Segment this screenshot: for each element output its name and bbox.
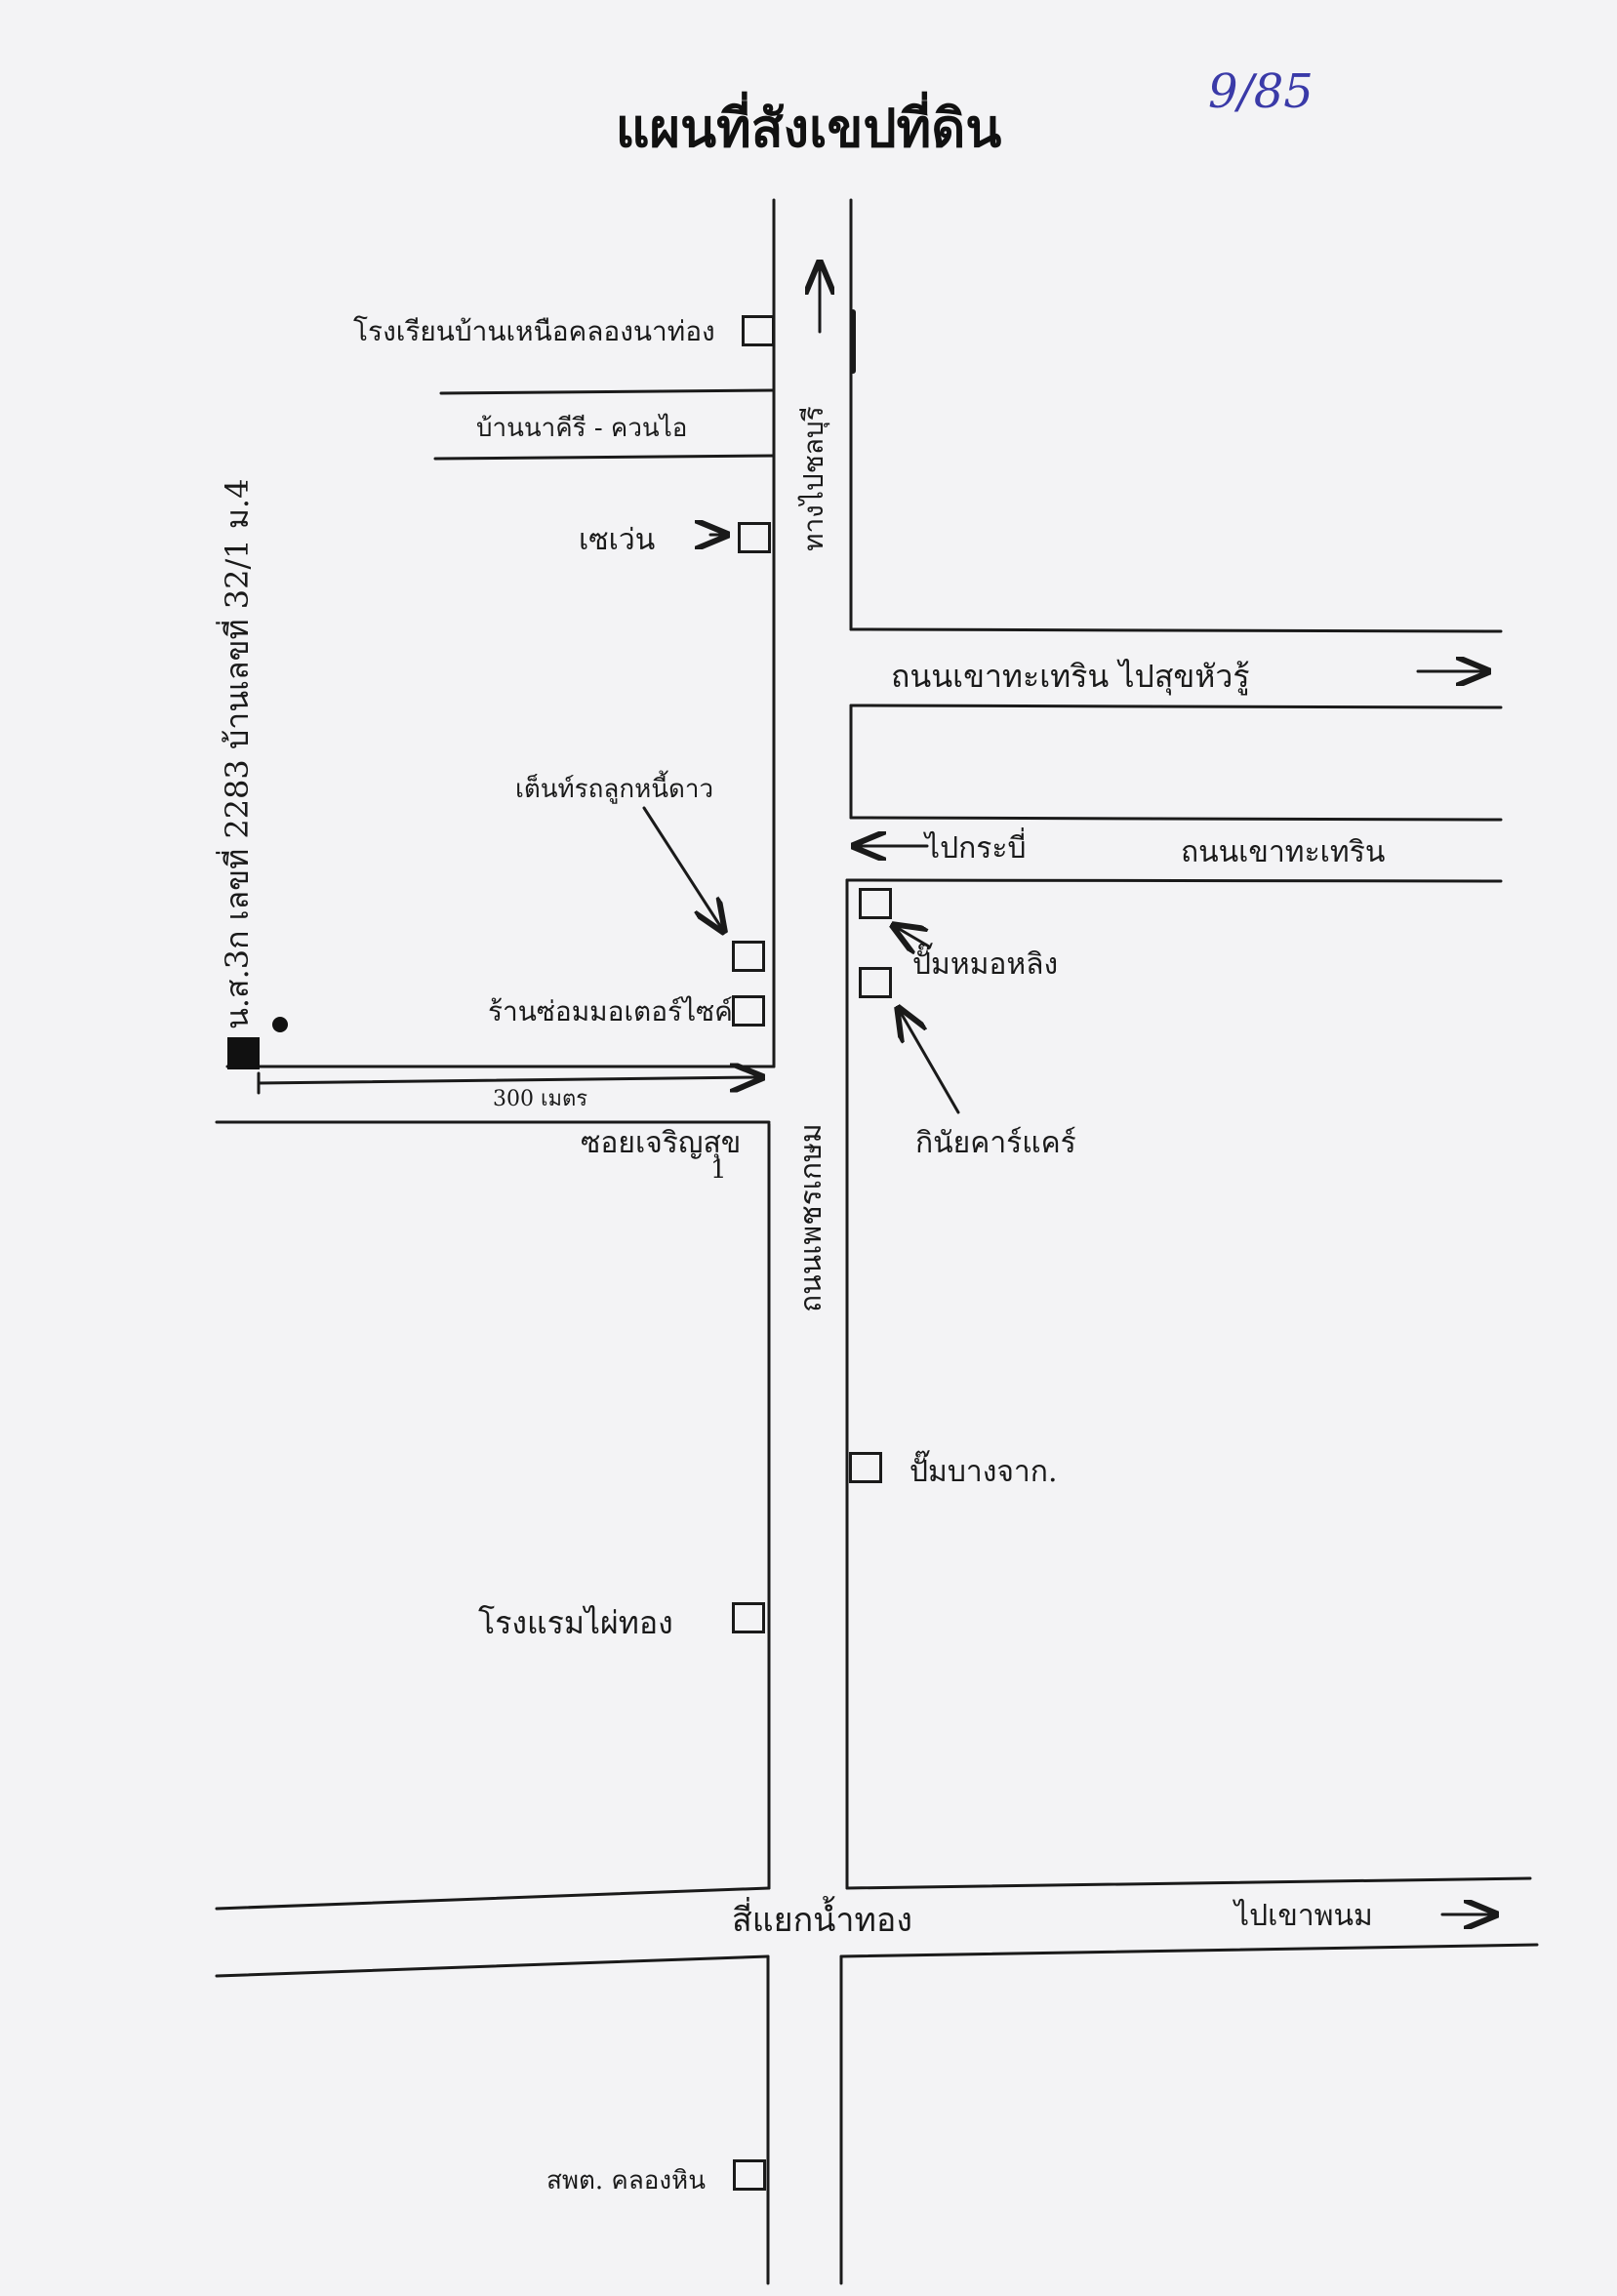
east-road2-north-edge — [849, 816, 1503, 822]
parcel-dot — [272, 1017, 288, 1032]
label-gas1: ปั๊มหมอหลิง — [912, 947, 1059, 982]
label-to-khaophanom: ไปเขาพนม — [1234, 1899, 1373, 1933]
label-seven: เซเว่น — [579, 523, 656, 557]
label-main-road-south: ถนนเพชรเกษม — [794, 1123, 829, 1312]
intersection-south-west-edge — [215, 1954, 770, 1978]
label-school: โรงเรียนบ้านเหนือคลองนาท่อง — [353, 315, 715, 347]
distance-arrow — [257, 1077, 759, 1083]
label-distance: 300 เมตร — [493, 1087, 588, 1111]
east-road2-south-edge — [845, 878, 1503, 883]
label-parcel-caption: น.ส.3ก เลขที่ 2283 บ้านเลขที่ 32/1 ม.4 — [219, 478, 256, 1029]
school-box — [742, 315, 775, 346]
label-soi-number: 1 — [710, 1155, 727, 1185]
intersection-south-east-edge — [839, 1943, 1539, 1958]
label-main-road-north: ทางไปชลบุรี — [797, 406, 829, 551]
car-care-box — [859, 967, 892, 998]
intersection-north-east-edge — [845, 1876, 1532, 1890]
label-shop: เต็นท์รถลูกหนี้ดาว — [515, 775, 714, 804]
gas1-box — [859, 888, 892, 919]
gas1-arrow — [896, 927, 931, 947]
label-west-road: ถนนเขาทะเทริน — [1181, 835, 1386, 869]
alley-north-edge — [439, 388, 776, 395]
label-intersection: สี่แยกน้ำทอง — [732, 1901, 912, 1940]
shop-arrow — [642, 806, 722, 929]
document-number: 9/85 — [1208, 64, 1314, 119]
car-care-arrow — [900, 1011, 960, 1114]
label-east-road: ถนนเขาทะเทริน ไปสุขหัวรู้ — [891, 658, 1250, 695]
label-alley: บ้านนาคีรี - ควนไอ — [476, 414, 688, 443]
label-gas2: ปั๊มบางจาก. — [910, 1455, 1058, 1489]
office-box — [733, 2159, 766, 2191]
gas2-box — [849, 1452, 882, 1483]
intersection-north-west-edge — [215, 1886, 771, 1911]
label-car-care: กินัยคาร์แคร์ — [915, 1126, 1076, 1160]
parcel-marker — [227, 1037, 260, 1069]
east-road-south-edge — [849, 704, 1503, 709]
label-motor-shop: ร้านซ่อมมอเตอร์ไซค์ — [488, 995, 733, 1027]
label-hotel: โรงแรมไผ่ทอง — [478, 1604, 673, 1641]
east-road-north-edge — [849, 627, 1503, 633]
label-office: สพต. คลองหิน — [546, 2166, 706, 2195]
hotel-box — [732, 1602, 765, 1633]
page-title: แผนที่สังเขปที่ดิน — [615, 98, 1002, 159]
shop-box — [732, 941, 765, 972]
motor-shop-box — [732, 995, 765, 1027]
seven-box — [738, 522, 771, 553]
alley-south-edge — [433, 454, 776, 461]
label-soi: ซอยเจริญสุข — [581, 1126, 742, 1160]
label-west-direction: ไปกระบี่ — [925, 831, 1027, 866]
